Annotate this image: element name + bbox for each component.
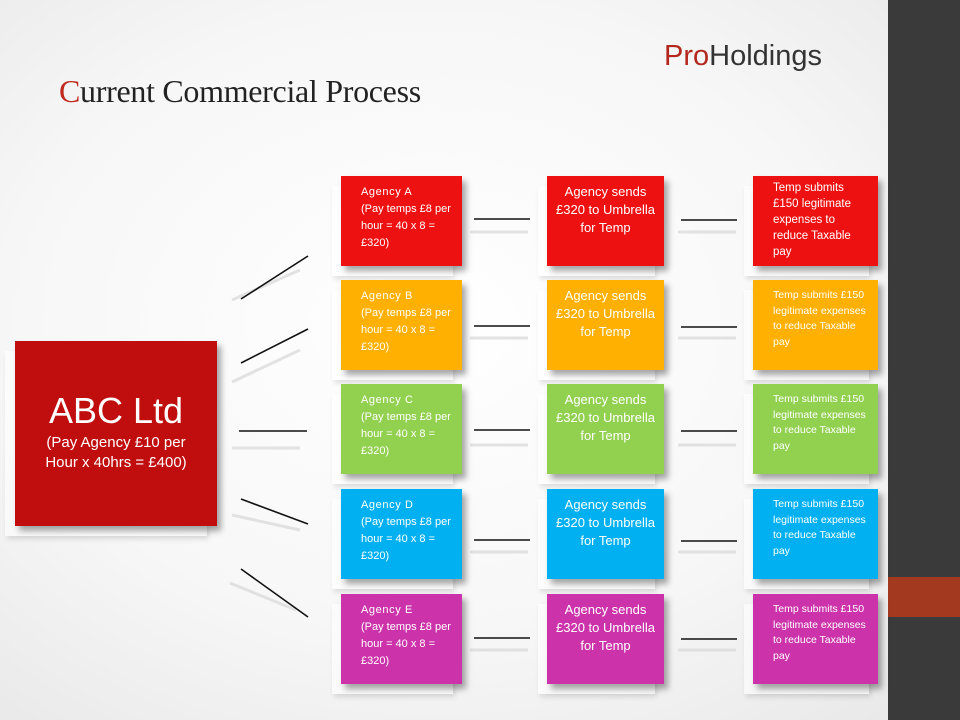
agency-c-box: Agency C (Pay temps £8 per hour = 40 x 8… [341,384,462,474]
agency-d-name: Agency D [361,499,414,511]
temp-b-text: Temp submits £150 legitimate expenses to… [773,289,866,348]
send-a-box: Agency sends £320 to Umbrella for Temp [547,176,664,266]
send-d-box: Agency sends £320 to Umbrella for Temp [547,489,664,579]
title-rest: urrent Commercial Process [80,73,421,109]
agency-c-name: Agency C [361,394,414,406]
send-c-text: Agency sends £320 to Umbrella for Temp [556,392,655,443]
abc-ltd-box: ABC Ltd (Pay Agency £10 per Hour x 40hrs… [15,341,217,526]
agency-e-name: Agency E [361,604,413,616]
temp-d-box: Temp submits £150 legitimate expenses to… [753,489,878,579]
connector-main-d [240,498,309,525]
send-c-box: Agency sends £320 to Umbrella for Temp [547,384,664,474]
brand-logo: ProHoldings [664,40,822,73]
send-d-text: Agency sends £320 to Umbrella for Temp [556,497,655,548]
sidebar-accent [888,577,960,617]
title-initial: C [59,73,81,109]
send-e-box: Agency sends £320 to Umbrella for Temp [547,594,664,684]
send-a-text: Agency sends £320 to Umbrella for Temp [556,184,655,235]
send-e-text: Agency sends £320 to Umbrella for Temp [556,602,655,653]
agency-d-box: Agency D (Pay temps £8 per hour = 40 x 8… [341,489,462,579]
temp-a-text: Temp submits £150 legitimate expenses to… [773,182,851,258]
temp-e-text: Temp submits £150 legitimate expenses to… [773,603,866,662]
temp-e-box: Temp submits £150 legitimate expenses to… [753,594,878,684]
connector-main-e [240,568,309,618]
temp-a-box: Temp submits £150 legitimate expenses to… [753,176,878,266]
agency-a-name: Agency A [361,186,413,198]
agency-e-desc: (Pay temps £8 per hour = 40 x 8 = £320) [361,621,451,667]
agency-b-name: Agency B [361,290,413,302]
connector-main-b [240,328,309,364]
agency-a-box: Agency A (Pay temps £8 per hour = 40 x 8… [341,176,462,266]
temp-b-box: Temp submits £150 legitimate expenses to… [753,280,878,370]
abc-ltd-detail: (Pay Agency £10 per Hour x 40hrs = £400) [45,434,187,471]
agency-b-desc: (Pay temps £8 per hour = 40 x 8 = £320) [361,307,451,353]
agency-b-box: Agency B (Pay temps £8 per hour = 40 x 8… [341,280,462,370]
agency-d-desc: (Pay temps £8 per hour = 40 x 8 = £320) [361,516,451,562]
abc-ltd-name: ABC Ltd [48,390,184,431]
brand-holdings: Holdings [709,40,822,72]
send-b-box: Agency sends £320 to Umbrella for Temp [547,280,664,370]
agency-e-box: Agency E (Pay temps £8 per hour = 40 x 8… [341,594,462,684]
agency-a-desc: (Pay temps £8 per hour = 40 x 8 = £320) [361,203,451,249]
send-b-text: Agency sends £320 to Umbrella for Temp [556,288,655,339]
page-title: Current Commercial Process [59,73,421,110]
temp-c-box: Temp submits £150 legitimate expenses to… [753,384,878,474]
brand-pro: Pro [664,40,710,72]
temp-d-text: Temp submits £150 legitimate expenses to… [773,498,866,557]
connector-main-a [240,255,309,300]
temp-c-text: Temp submits £150 legitimate expenses to… [773,393,866,452]
agency-c-desc: (Pay temps £8 per hour = 40 x 8 = £320) [361,411,451,457]
